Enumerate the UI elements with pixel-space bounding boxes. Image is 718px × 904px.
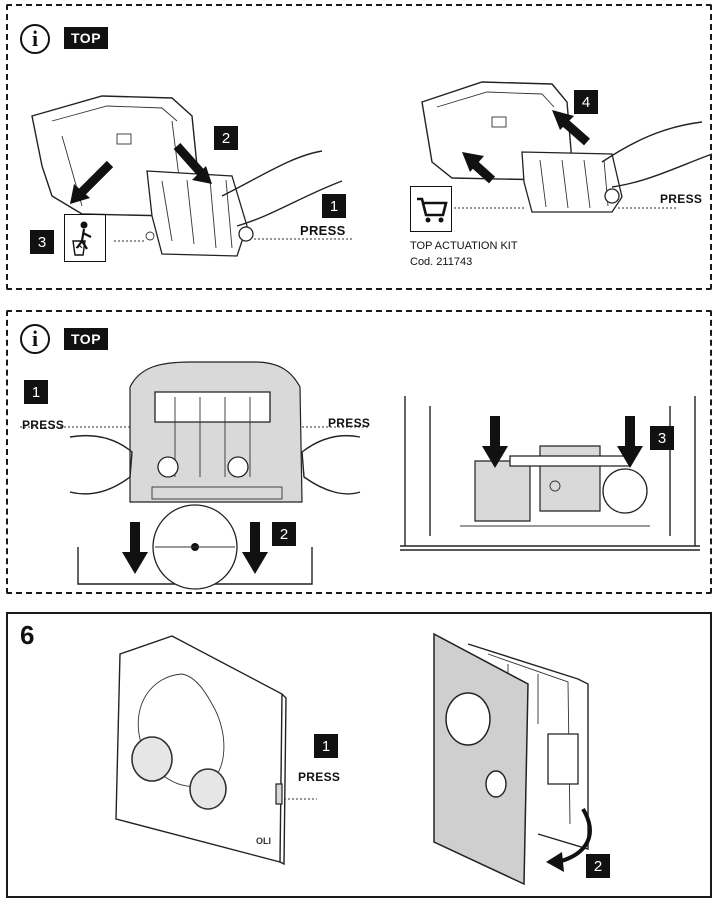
step-2-badge: 2 [272,522,296,546]
step-1-badge: 1 [24,380,48,404]
step-2-badge: 2 [586,854,610,878]
step-3-badge: 3 [650,426,674,450]
step-3-badge: 3 [30,230,54,254]
kit-title: TOP ACTUATION KIT [410,240,518,252]
step-4-badge: 4 [574,90,598,114]
trash-bin-icon [64,214,106,262]
step-1-badge: 1 [314,734,338,758]
shopping-cart-icon [410,186,452,232]
step-2-badge: 2 [214,126,238,150]
instruction-panel-top-1: i TOP 2 1 PRESS 3 [6,4,713,290]
kit-code: Cod. 211743 [410,256,473,268]
kit-leader-line [454,207,524,209]
mechanism-mount-illustration [20,361,370,590]
kit-info: TOP ACTUATION KIT Cod. 211743 [410,238,518,270]
instruction-panel-6: 6 OLI 1 PRESS 2 [6,612,712,898]
press-label: PRESS [298,770,341,784]
press-label-left: PRESS [22,418,65,432]
top-badge: TOP [64,27,109,49]
step-1-badge: 1 [322,194,346,218]
instruction-panel-top-2: i TOP 1 PRESS PRESS 2 [6,310,712,594]
info-icon: i [20,324,50,354]
section-number: 6 [20,620,35,650]
flush-plate-front-illustration [115,635,317,866]
press-line-right [618,207,678,209]
info-icon: i [20,24,50,54]
mechanism-seat-illustration [400,396,700,551]
brand-logo: OLI [256,836,271,846]
top-badge: TOP [64,328,109,350]
press-label-left: PRESS [300,223,346,238]
press-label-right: PRESS [660,192,703,206]
flush-plate-removal-illustration [433,632,592,886]
kit-insertion-illustration [421,81,713,213]
mechanism-removal-illustration [31,95,352,257]
